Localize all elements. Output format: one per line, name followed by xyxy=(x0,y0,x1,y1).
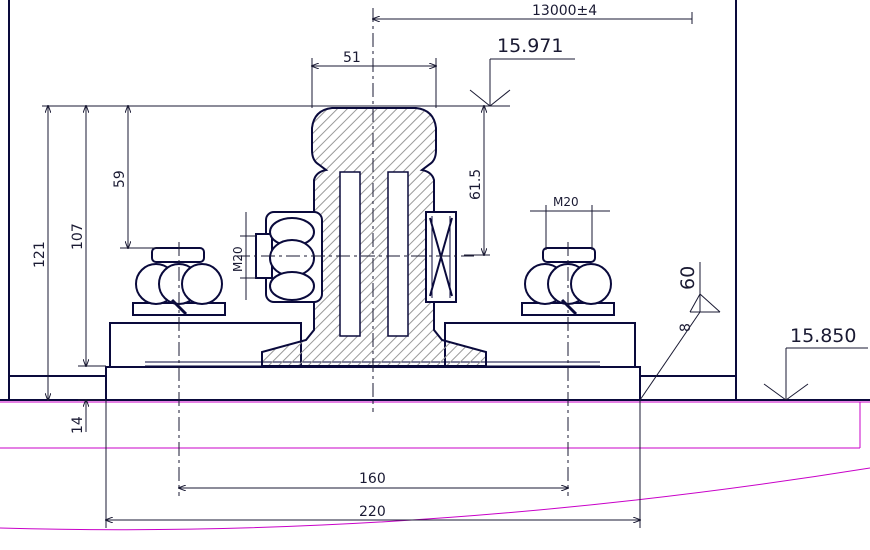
dim-bolt-left: M20 xyxy=(231,246,245,272)
dim-plate-width: 220 xyxy=(359,504,386,520)
dim-total-height: 121 xyxy=(32,241,48,268)
left-anchor-bolt xyxy=(132,247,226,316)
dim-rail-head-width: 51 xyxy=(343,50,361,66)
left-clamp-block xyxy=(255,211,323,303)
slab-outline xyxy=(0,401,870,531)
dim-angle-60: 60 xyxy=(677,266,699,290)
dim-web-height: 59 xyxy=(112,170,128,188)
dim-bolt-right: M20 xyxy=(553,195,579,209)
elevation-right: 15.850 xyxy=(790,325,856,347)
center-lines xyxy=(178,8,569,496)
right-anchor-bolt xyxy=(521,247,615,316)
dimension-lines xyxy=(42,12,868,528)
dim-bolt-spacing: 160 xyxy=(359,471,386,487)
dim-thickness-8: 8 xyxy=(678,323,694,332)
dim-top-span: 13000±4 xyxy=(532,3,597,19)
elevation-top: 15.971 xyxy=(497,35,563,57)
right-nut xyxy=(425,211,457,303)
dim-head-height: 61.5 xyxy=(468,169,484,200)
dim-base-height: 14 xyxy=(70,416,86,434)
dim-height-107: 107 xyxy=(70,223,86,250)
